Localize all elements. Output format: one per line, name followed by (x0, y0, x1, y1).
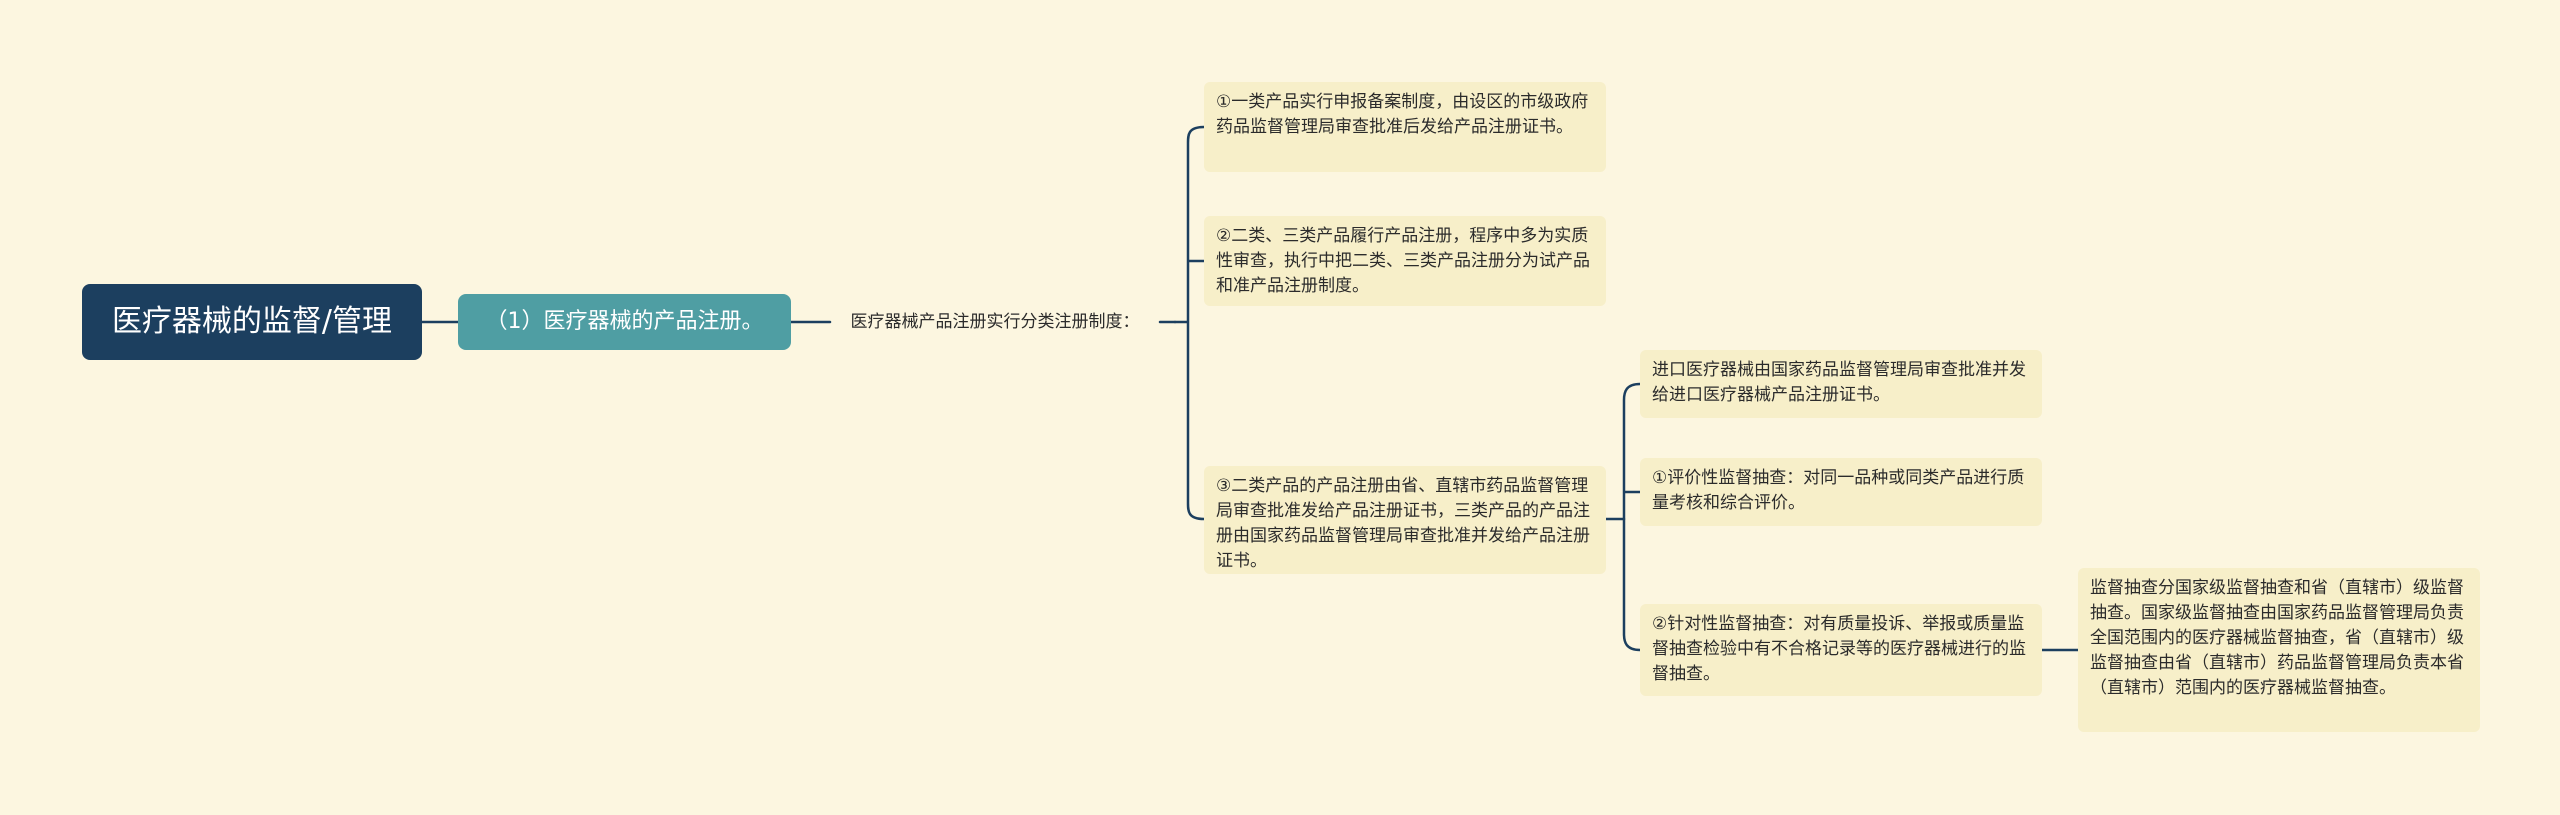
leaf-class2-3-registration-text: ②二类、三类产品履行产品注册，程序中多为实质性审查，执行中把二类、三类产品注册分… (1216, 226, 1590, 296)
root-node[interactable]: 医疗器械的监督/管理 (82, 284, 422, 360)
leaf-evaluative-inspection[interactable]: ①评价性监督抽查：对同一品种或同类产品进行质量考核和综合评价。 (1640, 458, 2042, 526)
leaf-evaluative-inspection-text: ①评价性监督抽查：对同一品种或同类产品进行质量考核和综合评价。 (1652, 468, 2025, 513)
leaf-targeted-inspection-text: ②针对性监督抽查：对有质量投诉、举报或质量监督抽查检验中有不合格记录等的医疗器械… (1652, 614, 2026, 684)
leaf-sampling-levels-text: 监督抽查分国家级监督抽查和省（直辖市）级监督抽查。国家级监督抽查由国家药品监督管… (2090, 578, 2464, 698)
leaf-import-registration-text: 进口医疗器械由国家药品监督管理局审查批准并发给进口医疗器械产品注册证书。 (1652, 360, 2026, 405)
subtopic-classified-registration-label: 医疗器械产品注册实行分类注册制度： (850, 312, 1140, 332)
leaf-class1-filing[interactable]: ①一类产品实行申报备案制度，由设区的市级政府药品监督管理局审查批准后发给产品注册… (1204, 82, 1606, 172)
leaf-import-registration[interactable]: 进口医疗器械由国家药品监督管理局审查批准并发给进口医疗器械产品注册证书。 (1640, 350, 2042, 418)
topic-product-registration[interactable]: （1）医疗器械的产品注册。 (458, 294, 791, 350)
leaf-class1-filing-text: ①一类产品实行申报备案制度，由设区的市级政府药品监督管理局审查批准后发给产品注册… (1216, 92, 1589, 137)
leaf-sampling-levels[interactable]: 监督抽查分国家级监督抽查和省（直辖市）级监督抽查。国家级监督抽查由国家药品监督管… (2078, 568, 2480, 732)
leaf-class2-3-registration[interactable]: ②二类、三类产品履行产品注册，程序中多为实质性审查，执行中把二类、三类产品注册分… (1204, 216, 1606, 306)
link-bracket-class3 (1622, 382, 1642, 652)
subtopic-classified-registration[interactable]: 医疗器械产品注册实行分类注册制度： (830, 303, 1160, 341)
link-bracket-level2 (1173, 125, 1206, 521)
leaf-class3-approval[interactable]: ③二类产品的产品注册由省、直辖市药品监督管理局审查批准发给产品注册证书，三类产品… (1204, 466, 1606, 574)
leaf-class3-approval-text: ③二类产品的产品注册由省、直辖市药品监督管理局审查批准发给产品注册证书，三类产品… (1216, 476, 1590, 571)
root-node-label: 医疗器械的监督/管理 (111, 304, 393, 339)
leaf-targeted-inspection[interactable]: ②针对性监督抽查：对有质量投诉、举报或质量监督抽查检验中有不合格记录等的医疗器械… (1640, 604, 2042, 696)
topic-product-registration-label: （1）医疗器械的产品注册。 (485, 309, 764, 334)
